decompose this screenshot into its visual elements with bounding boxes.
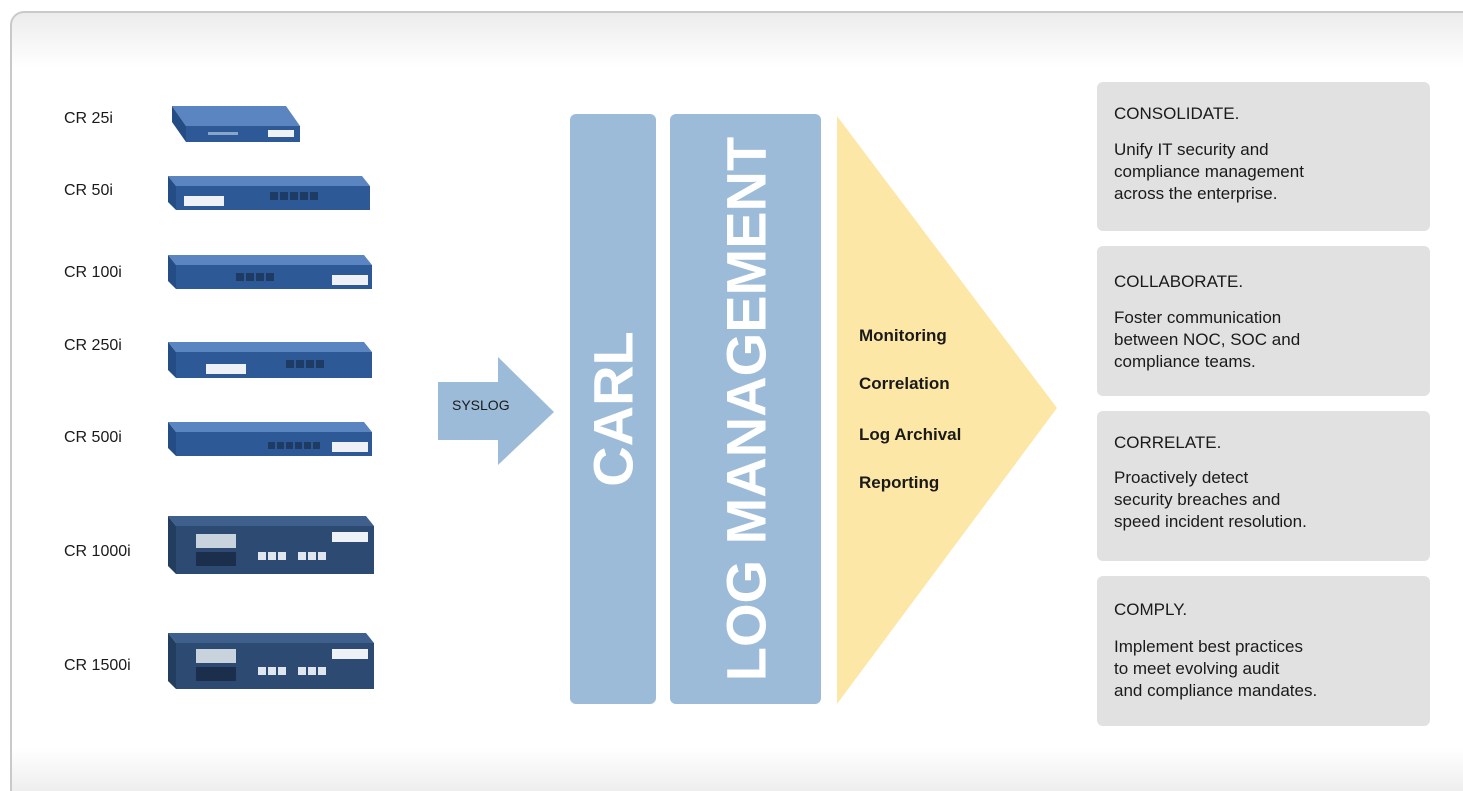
- appliance-rack-icon: [168, 422, 372, 456]
- feature-item: Reporting: [859, 473, 940, 492]
- card-title: COMPLY.: [1114, 600, 1188, 619]
- card-title: COLLABORATE.: [1114, 272, 1244, 291]
- appliance-rack-2u-icon: [168, 516, 374, 574]
- benefit-card: CORRELATE. Proactively detect security b…: [1097, 411, 1430, 561]
- card-title: CORRELATE.: [1114, 433, 1222, 452]
- device-label-cr500i: CR 500i: [64, 429, 122, 446]
- appliance-rack-icon: [168, 176, 370, 210]
- card-body: Implement best practices to meet evolvin…: [1114, 637, 1318, 700]
- card-body: Foster communication between NOC, SOC an…: [1114, 308, 1301, 371]
- appliance-rack-2u-icon: [168, 633, 374, 689]
- card-title: CONSOLIDATE.: [1114, 104, 1240, 123]
- card-body: Unify IT security and compliance managem…: [1114, 140, 1304, 203]
- syslog-label: SYSLOG: [452, 397, 510, 413]
- benefit-card: CONSOLIDATE. Unify IT security and compl…: [1097, 82, 1430, 231]
- feature-item: Log Archival: [859, 425, 962, 444]
- log-management-label: LOG MANAGEMENT: [714, 136, 777, 682]
- feature-item: Correlation: [859, 374, 950, 393]
- carl-label: CARL: [581, 331, 645, 487]
- benefit-card: COMPLY. Implement best practices to meet…: [1097, 576, 1430, 726]
- funnel-arrow-shape: [837, 116, 1057, 704]
- syslog-arrow-icon: [438, 357, 554, 465]
- device-label-cr1000i: CR 1000i: [64, 543, 131, 560]
- device-label-cr25i: CR 25i: [64, 110, 113, 127]
- feature-item: Monitoring: [859, 326, 947, 345]
- device-label-cr100i: CR 100i: [64, 264, 122, 281]
- appliance-rack-icon: [168, 255, 372, 289]
- benefit-card: COLLABORATE. Foster communication betwee…: [1097, 246, 1430, 396]
- device-label-cr250i: CR 250i: [64, 337, 122, 354]
- appliance-rack-icon: [168, 342, 372, 378]
- log-management-bar: LOG MANAGEMENT: [670, 114, 821, 704]
- card-body: Proactively detect security breaches and…: [1114, 468, 1307, 531]
- carl-bar: CARL: [570, 114, 656, 704]
- appliance-desktop-icon: [172, 106, 300, 142]
- device-label-cr50i: CR 50i: [64, 182, 113, 199]
- device-label-cr1500i: CR 1500i: [64, 657, 131, 674]
